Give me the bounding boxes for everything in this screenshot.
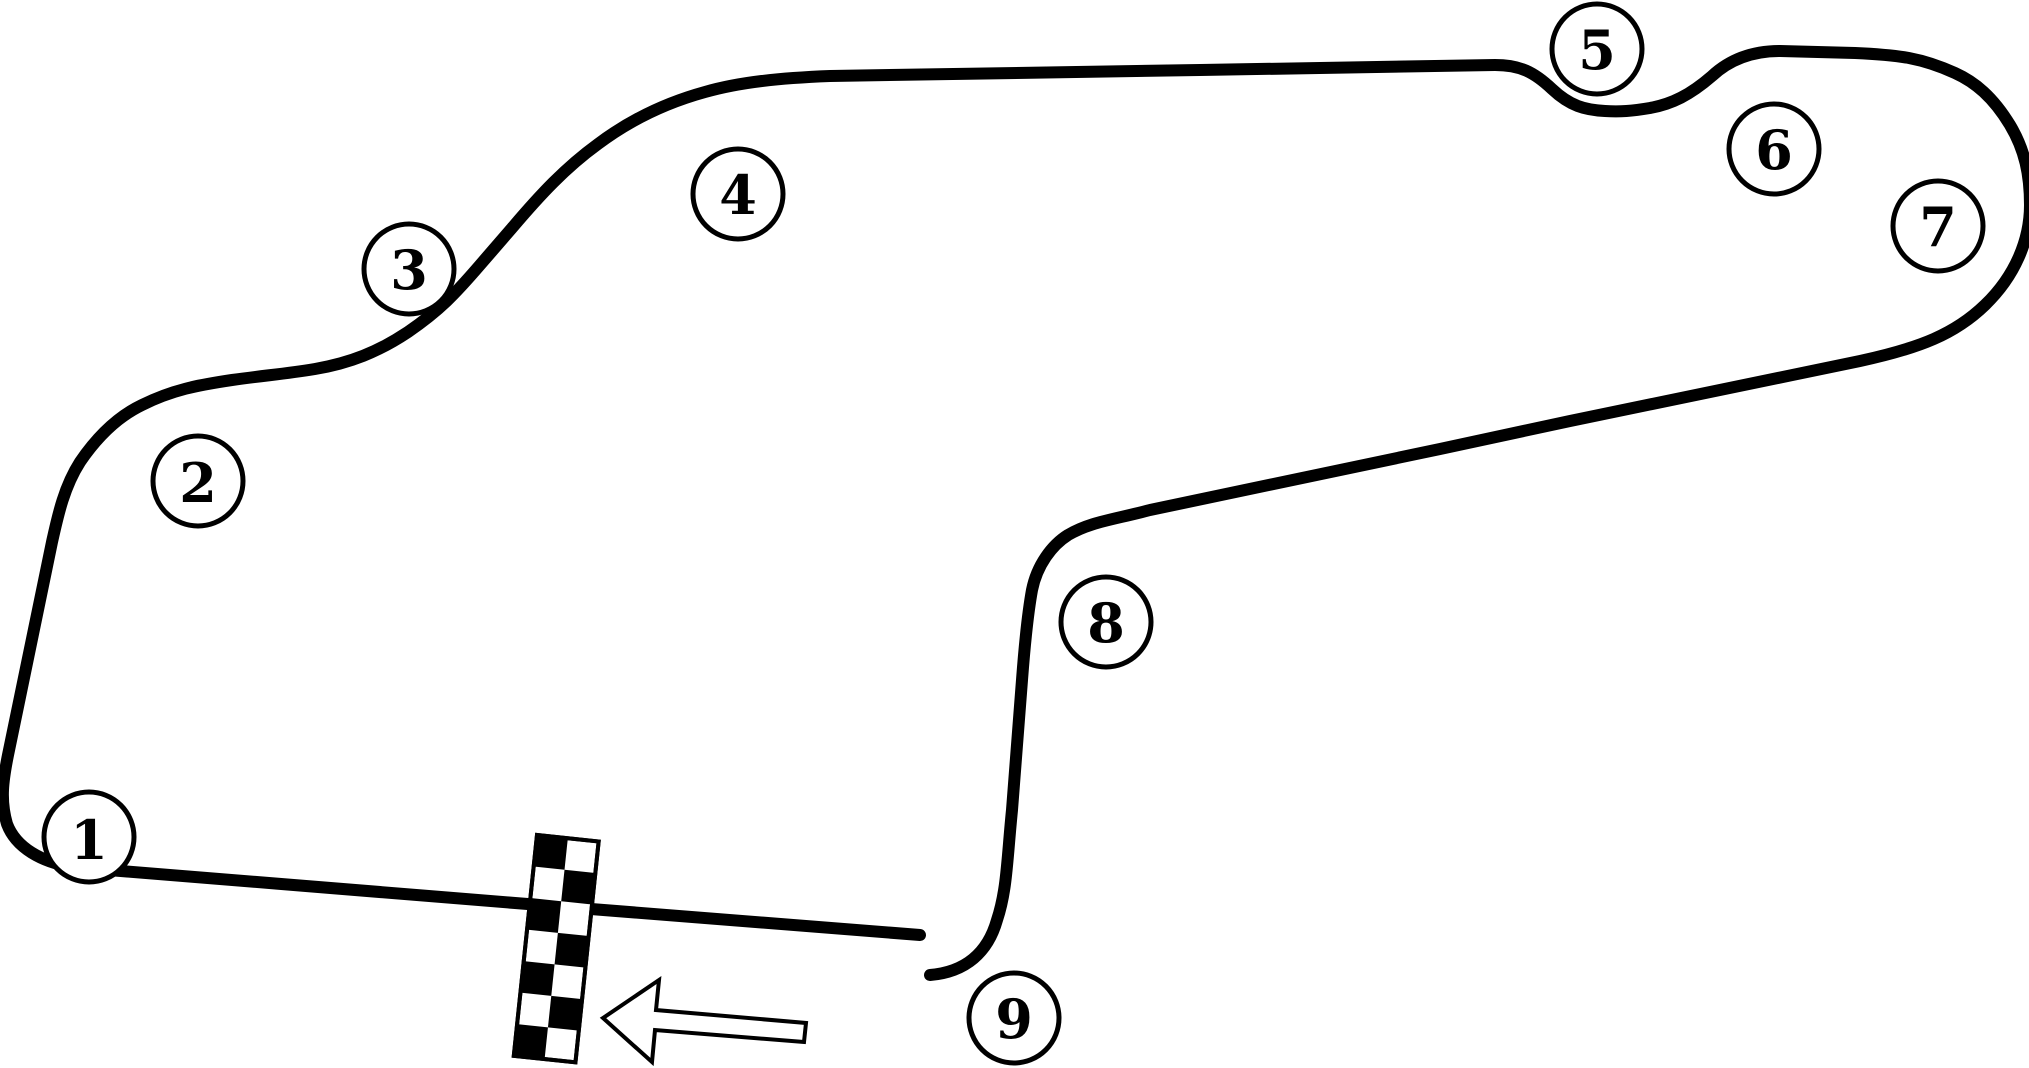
corner-marker-1: 1 xyxy=(41,789,137,885)
corner-marker-7: 7 xyxy=(1890,178,1986,274)
corner-marker-8: 8 xyxy=(1058,574,1154,670)
corner-marker-4: 4 xyxy=(690,146,786,242)
corner-label-7: 7 xyxy=(1919,195,1957,259)
corner-label-1: 1 xyxy=(70,808,108,872)
track-loop xyxy=(0,45,2029,981)
arrow-left-icon xyxy=(599,975,809,1067)
corner-label-2: 2 xyxy=(179,451,217,515)
checkered-flag-icon xyxy=(511,832,601,1065)
corner-label-6: 6 xyxy=(1755,118,1793,182)
corner-label-3: 3 xyxy=(390,238,428,302)
corner-label-9: 9 xyxy=(995,987,1033,1051)
corner-marker-6: 6 xyxy=(1726,101,1822,197)
corner-marker-3: 3 xyxy=(361,221,457,317)
corner-label-5: 5 xyxy=(1578,18,1616,82)
corner-marker-9: 9 xyxy=(966,970,1062,1066)
corner-marker-5: 5 xyxy=(1549,1,1645,97)
corner-label-8: 8 xyxy=(1087,591,1125,655)
corner-marker-2: 2 xyxy=(150,433,246,529)
corner-label-4: 4 xyxy=(719,163,757,227)
